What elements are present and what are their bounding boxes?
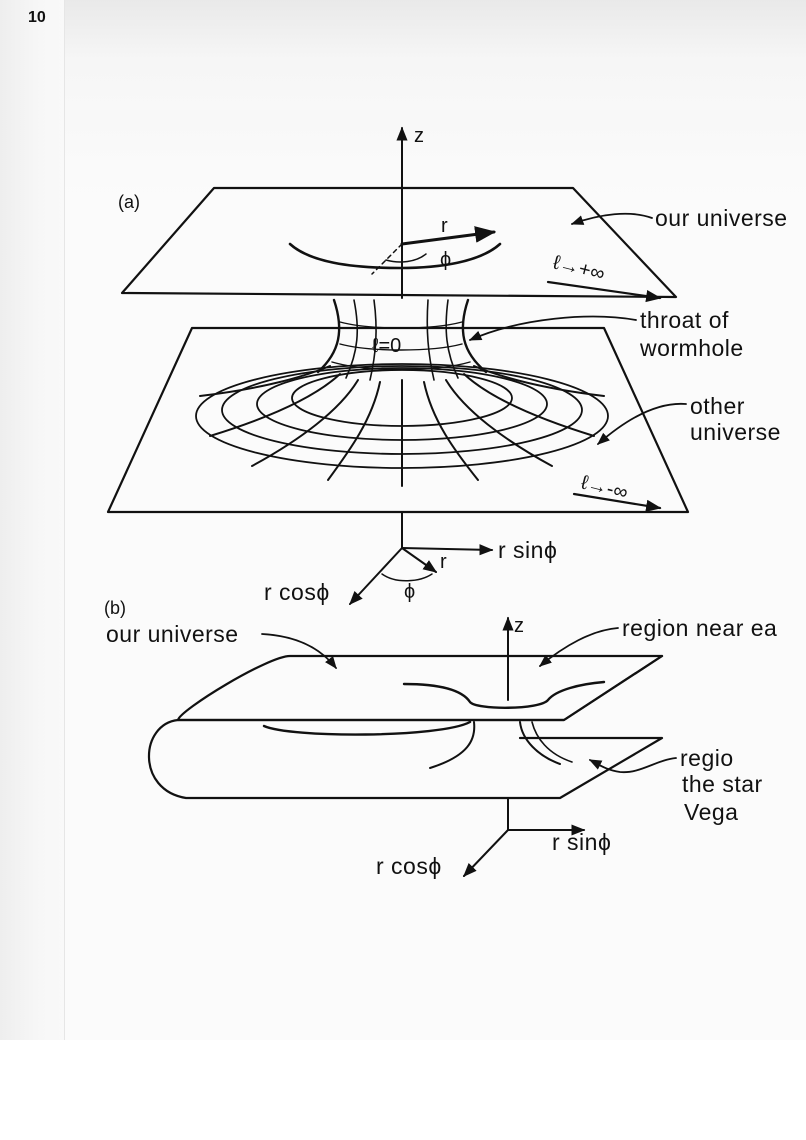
throat-ring	[339, 343, 463, 351]
other-universe-pointer	[597, 402, 687, 445]
figure-a: (a) z r ϕ ℓ→+∞ our universe	[106, 125, 788, 606]
wormhole-throat	[316, 298, 488, 381]
phi-arc-a	[385, 253, 427, 263]
phi-label-a: ϕ	[440, 249, 451, 271]
lower-sheet	[106, 326, 690, 514]
rsin-label-b: r sinϕ	[552, 829, 611, 855]
grid-radial	[445, 379, 553, 467]
throat-ring	[331, 361, 471, 371]
region-vega-pointer	[588, 757, 677, 773]
rsin-label-a: r sinϕ	[498, 537, 557, 563]
r-label-axis-a: r	[440, 551, 447, 573]
throat-left-edge	[316, 298, 341, 374]
phi-arc-axis-a	[381, 573, 433, 582]
phi-label-axis-a: ϕ	[404, 581, 415, 603]
region-vega-line2: the star	[682, 771, 763, 797]
wormhole-grid	[195, 363, 609, 487]
r-label-a: r	[441, 215, 448, 237]
fig-a-panel-label: (a)	[118, 192, 140, 212]
throat-wall-right-b	[519, 721, 561, 765]
binding-shadow	[0, 0, 65, 1040]
r-arrow-axis-a	[401, 547, 438, 573]
throat-label-line2: wormhole	[639, 335, 744, 361]
throat-ring	[339, 321, 463, 329]
grid-radial	[463, 373, 595, 437]
l-plus-inf-label: ℓ→+∞	[551, 252, 607, 286]
other-universe-line1: other	[690, 393, 745, 419]
throat-pointer	[468, 315, 637, 341]
other-universe-line2: universe	[690, 419, 781, 445]
r-arrow-a	[400, 226, 497, 246]
our-universe-label-b: our universe	[106, 621, 239, 647]
our-universe-pointer-a	[570, 212, 653, 225]
upper-sheet	[120, 186, 678, 299]
page-number: 10	[28, 9, 46, 26]
throat-line	[445, 299, 459, 379]
our-universe-label-a: our universe	[655, 205, 788, 231]
figure-b: (b) our universe z region near ea regio …	[104, 598, 777, 879]
grid-radial	[251, 379, 359, 467]
throat-wall-inner-b	[531, 721, 573, 763]
folded-bottom-plane	[147, 718, 664, 800]
region-earth-label: region near ea	[622, 615, 777, 641]
rcos-label-a: r cosϕ	[264, 579, 330, 605]
throat-line	[369, 299, 377, 381]
throat-wall-left-b	[429, 721, 476, 769]
grid-radial	[423, 381, 479, 481]
rcos-axis-a	[349, 547, 403, 606]
rcos-label-b: r cosϕ	[376, 853, 442, 879]
upper-sheet-arc	[288, 242, 502, 270]
l-minus-inf-arrow	[572, 492, 662, 512]
throat-label-line1: throat of	[640, 307, 729, 333]
upper-throat-curve-b	[402, 680, 606, 709]
phi-ref-line	[371, 243, 403, 275]
grid-radial	[209, 373, 341, 437]
l-zero-label: ℓ=0	[372, 335, 401, 357]
region-earth-pointer	[539, 627, 619, 667]
z-label-b: z	[514, 615, 524, 637]
l-plus-inf-arrow	[546, 280, 662, 303]
grid-radial	[327, 381, 381, 481]
region-vega-line1: regio	[680, 745, 734, 771]
z-label-a: z	[414, 125, 424, 147]
fig-b-panel-label: (b)	[104, 598, 126, 618]
throat-line	[426, 299, 435, 381]
our-universe-pointer-b	[261, 633, 337, 669]
folded-top-plane	[176, 654, 664, 722]
throat-line	[345, 299, 359, 379]
rsin-axis-a	[401, 544, 494, 556]
lower-throat-curve-b	[262, 720, 472, 736]
fold-edge	[176, 654, 664, 722]
region-vega-line3: Vega	[684, 799, 738, 825]
throat-right-edge	[461, 298, 488, 374]
rcos-axis-b	[463, 829, 509, 878]
